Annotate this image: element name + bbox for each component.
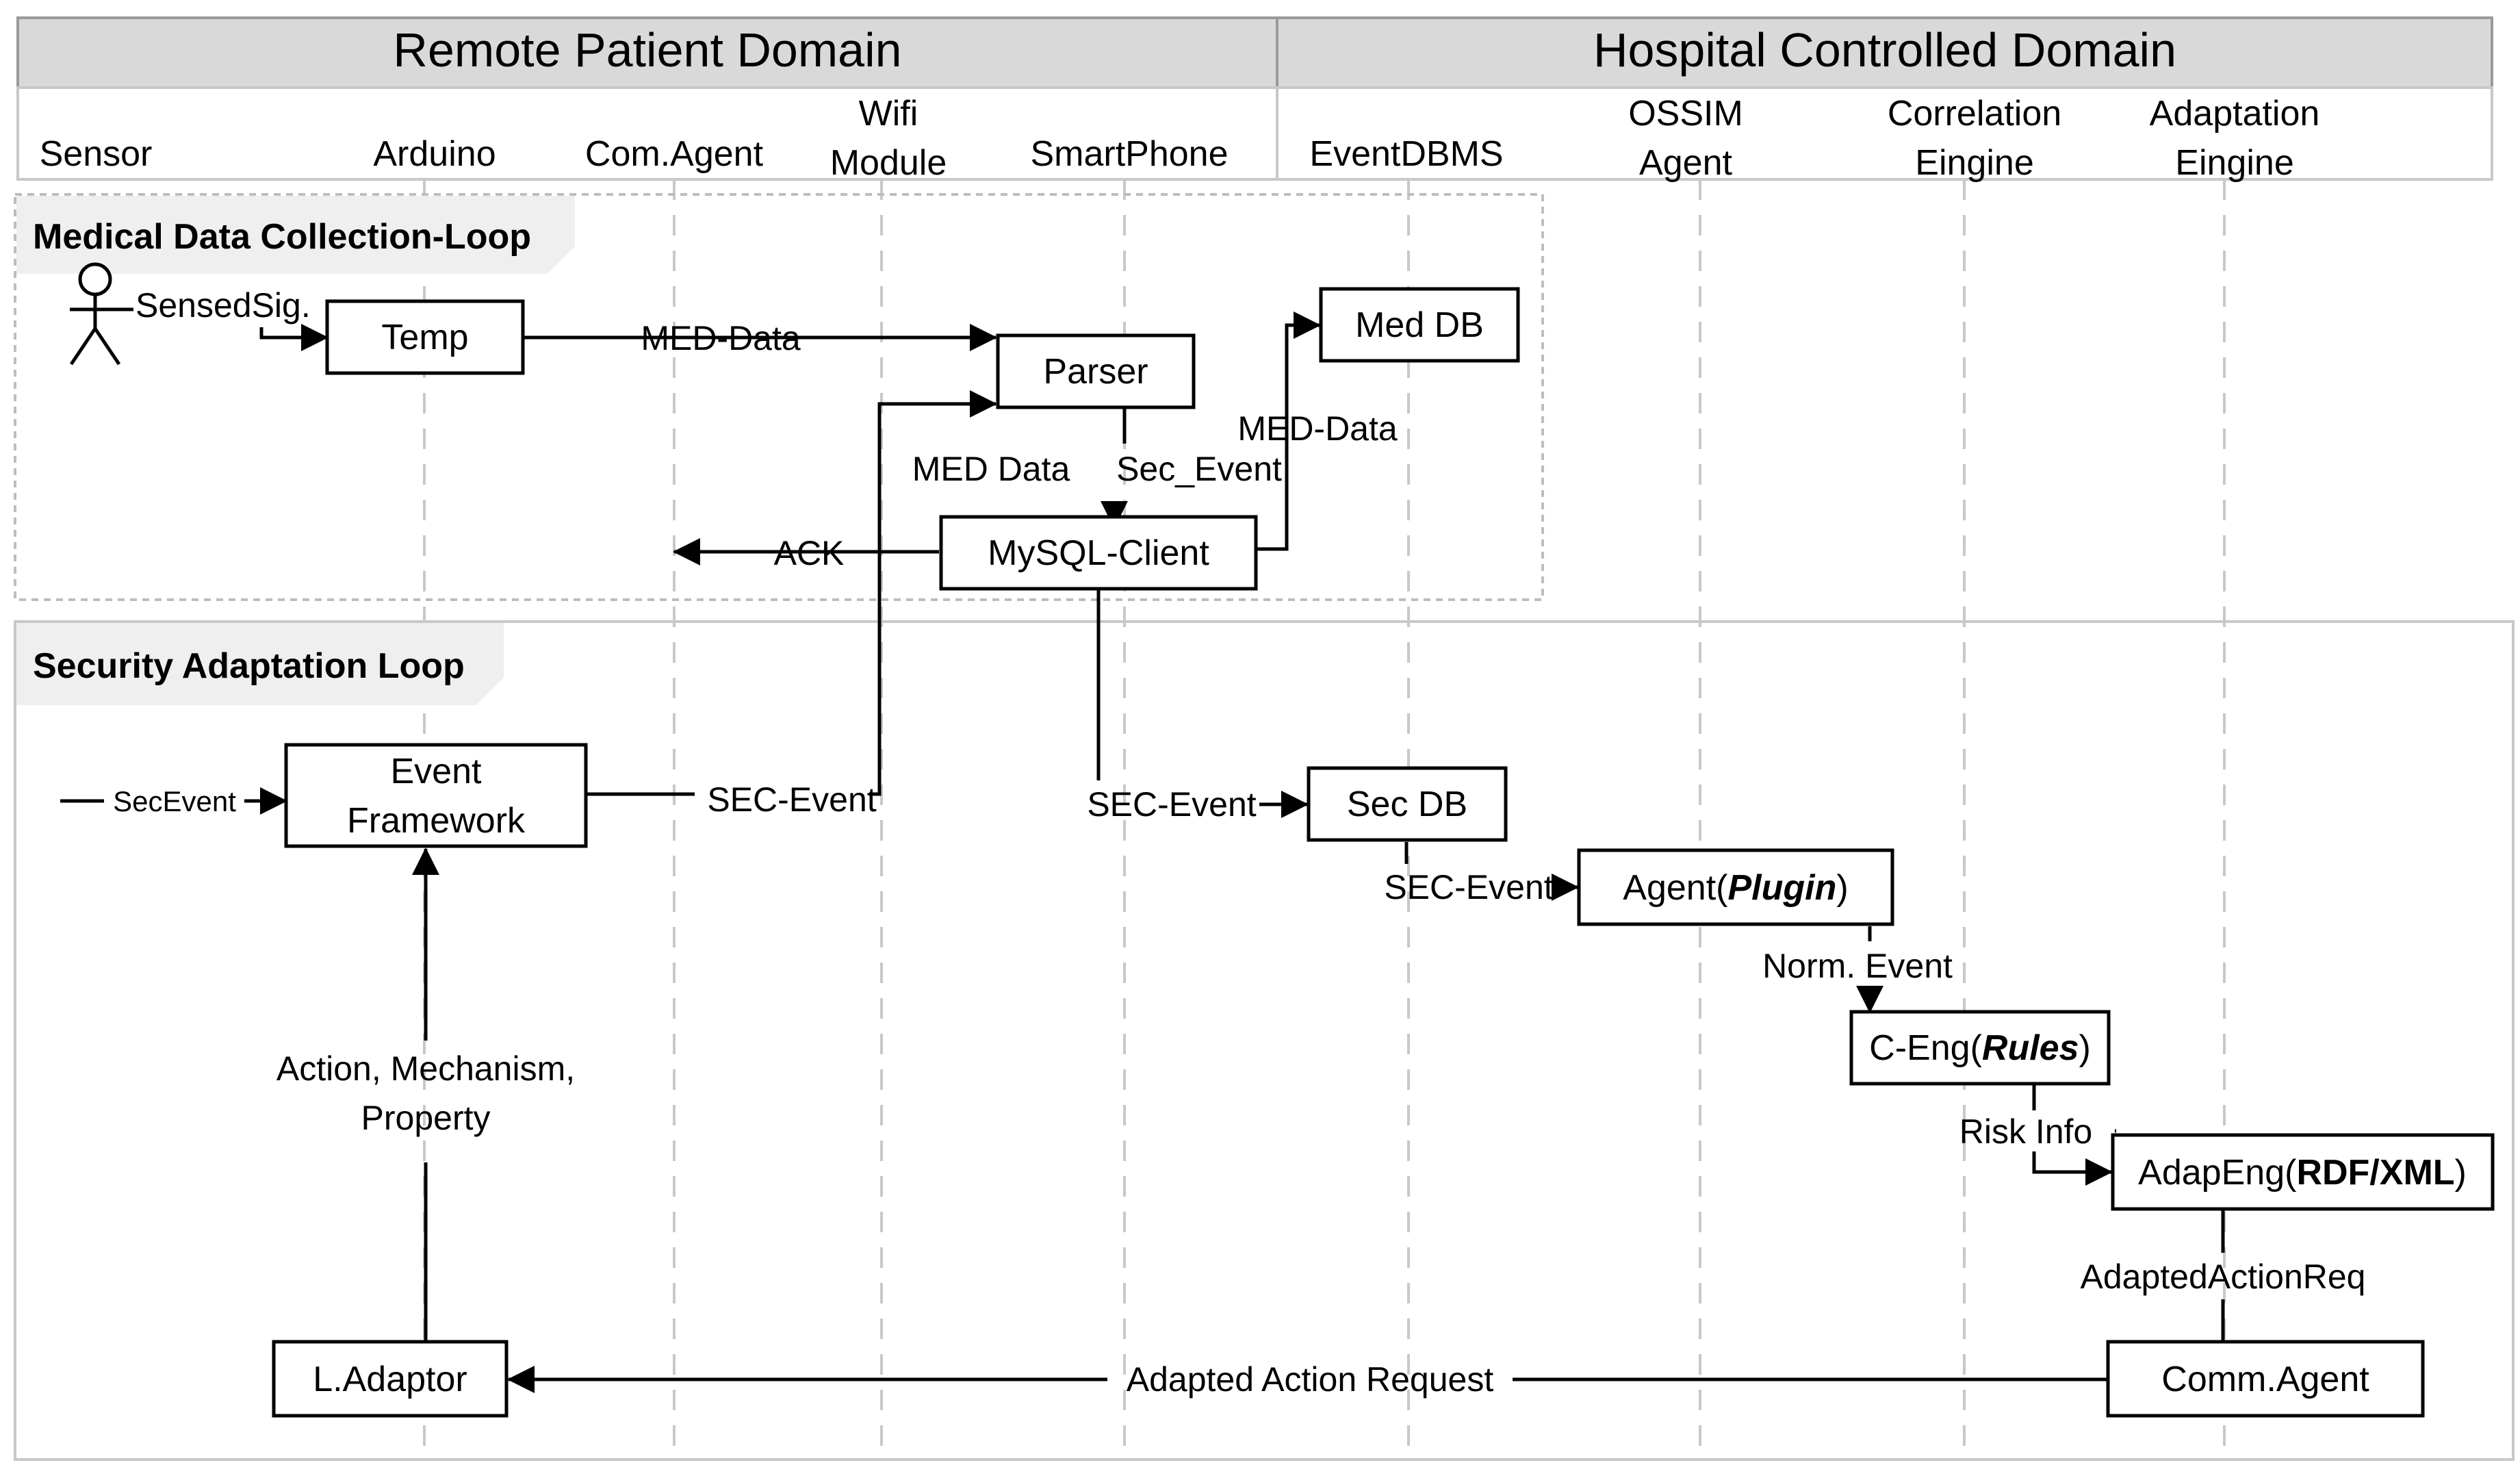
- mysql-client-label: MySQL-Client: [988, 533, 1209, 573]
- connectors: [60, 307, 2225, 1393]
- sec-event-parser-label: Sec_Event: [1116, 450, 1282, 488]
- security-loop-title: Security Adaptation Loop: [33, 646, 465, 686]
- security-loop-frame: Security Adaptation Loop: [14, 620, 2515, 1461]
- mysql-client-box: [939, 515, 1258, 591]
- l-adaptor-box: [272, 1340, 509, 1418]
- med-data-label-3: MED Data: [912, 450, 1070, 488]
- med-db-label: Med DB: [1355, 305, 1484, 345]
- remote-domain-bar: [16, 16, 1278, 89]
- sec-event-agent-label: SEC-Event: [1384, 868, 1553, 906]
- c-eng-label: C-Eng(Rules): [1869, 1028, 2091, 1068]
- sec-db-box: [1307, 766, 1508, 842]
- lane-arduino: Arduino: [373, 134, 496, 174]
- boxes: [272, 287, 2495, 1418]
- sensed-sig-arrow: [259, 324, 329, 351]
- lane-eventdbms: EventDBMS: [1309, 134, 1503, 174]
- norm-event-label: Norm. Event: [1762, 947, 1953, 985]
- sensed-sig-label: SensedSig.: [136, 286, 311, 324]
- lane-correlation-2: Eingine: [1915, 143, 2033, 183]
- sec-event-secdb-label: SEC-Event: [1087, 785, 1256, 824]
- l-adaptor-label: L.Adaptor: [313, 1360, 467, 1399]
- arrow-labels: SensedSig. MED-Data MED-Data MED Data Se…: [113, 286, 2365, 1399]
- sec-event-ef-arrow: [869, 390, 997, 796]
- agent-box: [1577, 848, 1894, 926]
- risk-info-arrow: [2032, 1151, 2113, 1186]
- action-label-1: Action, Mechanism,: [277, 1049, 575, 1088]
- lane-adaptation-2: Eingine: [2175, 143, 2293, 183]
- sec-db-label: Sec DB: [1347, 785, 1467, 824]
- ack-label: ACK: [774, 534, 845, 572]
- security-loop-border: [14, 620, 2515, 1461]
- lane-wifi-1: Wifi: [859, 94, 918, 133]
- domain-header: Remote Patient Domain Hospital Controlle…: [16, 16, 2493, 89]
- med-data-label-1: MED-Data: [641, 319, 801, 357]
- sec-event-ef-label: SEC-Event: [707, 780, 876, 819]
- medical-loop-tab: [16, 196, 575, 274]
- temp-box: [325, 299, 525, 375]
- hospital-domain-title: Hospital Controlled Domain: [1593, 23, 2176, 77]
- adap-eng-label: AdapEng(RDF/XML): [2138, 1153, 2467, 1193]
- comm-agent-label: Comm.Agent: [2161, 1360, 2369, 1399]
- box-labels: Temp Parser Med DB MySQL-Client Event Fr…: [313, 305, 2467, 1399]
- medical-loop-title: Medical Data Collection-Loop: [33, 217, 531, 257]
- comm-agent-box: [2106, 1340, 2425, 1418]
- event-framework-label-1: Event: [391, 752, 483, 791]
- event-framework-label-2: Framework: [347, 801, 526, 841]
- lane-ossim-2: Agent: [1639, 143, 1732, 183]
- remote-domain-title: Remote Patient Domain: [393, 23, 901, 77]
- lane-ossim-1: OSSIM: [1628, 94, 1743, 133]
- sec-event-in-label: SecEvent: [113, 785, 236, 817]
- adapted-action-req-label: AdaptedActionReq: [2081, 1258, 2366, 1296]
- temp-label: Temp: [381, 318, 468, 357]
- lane-sensor: Sensor: [40, 134, 153, 174]
- risk-info-label: Risk Info: [1959, 1112, 2093, 1151]
- lane-correlation-1: Correlation: [1888, 94, 2061, 133]
- c-eng-box: [1849, 1010, 2111, 1086]
- medical-loop-border: [14, 193, 1544, 601]
- security-loop-tab: [16, 623, 504, 705]
- parser-label: Parser: [1043, 352, 1148, 392]
- med-data-arrow-2: [1252, 311, 1321, 551]
- lane-header-frame: [16, 86, 2493, 181]
- hospital-domain-bar: [1276, 16, 2493, 89]
- lane-adaptation-1: Adaptation: [2150, 94, 2320, 133]
- lane-header: Sensor Arduino Com.Agent Wifi Module Sma…: [16, 86, 2493, 183]
- event-framework-box: [284, 743, 588, 848]
- adap-eng-box: [2111, 1133, 2495, 1211]
- parser-box: [996, 333, 1196, 409]
- med-db-box: [1319, 287, 1520, 363]
- sensor-actor-icon: [69, 262, 121, 366]
- action-label-2: Property: [361, 1099, 491, 1137]
- medical-loop-frame: Medical Data Collection-Loop: [14, 193, 1544, 601]
- med-data-label-2: MED-Data: [1237, 409, 1398, 448]
- adapted-action-request-label: Adapted Action Request: [1127, 1360, 1494, 1399]
- lane-smartphone: SmartPhone: [1030, 134, 1228, 174]
- lane-wifi-2: Module: [830, 143, 947, 183]
- lane-com-agent: Com.Agent: [585, 134, 764, 174]
- agent-label: Agent(Plugin): [1623, 868, 1848, 908]
